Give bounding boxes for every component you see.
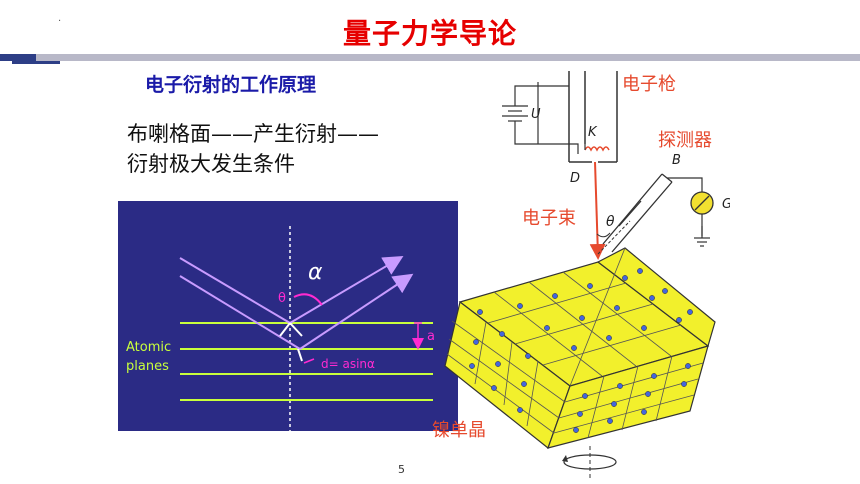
rotation-arrowhead: [562, 455, 568, 462]
d-pointer: [303, 358, 315, 364]
spacing-label: a: [427, 329, 435, 344]
detector-label: 探测器: [658, 130, 712, 151]
filament-coil: [584, 146, 610, 152]
header-decoration: [0, 54, 860, 64]
electron-beam-label: 电子束: [522, 208, 576, 229]
atomic-planes-label-1: Atomic: [126, 340, 171, 355]
alpha-arc: [293, 293, 323, 306]
diagram-background: [118, 201, 458, 431]
apparatus-diagram: U K D θ B G: [444, 71, 730, 480]
crystal-grid: [446, 247, 704, 439]
crystal-atoms: [469, 268, 693, 433]
scatter-theta: θ: [606, 214, 615, 230]
scatter-line: [597, 220, 631, 255]
galvanometer-needle: [694, 195, 710, 211]
voltage-label: U: [531, 107, 541, 122]
electron-gun-housing: [568, 71, 618, 163]
reflected-ray-1: [289, 255, 404, 324]
d-formula: d= asinα: [321, 357, 375, 371]
scatter-angle-arc: [596, 232, 611, 238]
header-stripe-accent-lower: [12, 61, 60, 64]
page-number: 5: [398, 463, 405, 476]
description-line-2: 衍射极大发生条件: [127, 152, 295, 176]
incident-ray-1: [179, 257, 291, 324]
path-segment-lower: [297, 348, 303, 362]
single-crystal-label: 镍单晶: [432, 420, 486, 441]
slide-subtitle: 电子衍射的工作原理: [145, 74, 317, 96]
electron-beam-line: [589, 161, 606, 260]
battery-circuit: [502, 82, 579, 154]
nickel-crystal: [444, 247, 716, 449]
atomic-planes-label-2: planes: [126, 359, 169, 374]
galvanometer-wire-top: [667, 177, 703, 192]
alpha-symbol: α: [308, 260, 323, 285]
diaphragm-label: D: [570, 171, 580, 186]
bragg-diagram: α θ a d= asinα Atomic planes: [118, 201, 458, 431]
electron-gun-label: 电子枪: [622, 74, 676, 95]
rotation-arrow: [563, 454, 617, 470]
header-stripe-accent: [0, 54, 36, 61]
crystal-back-edge: [596, 247, 716, 348]
detector-tube: [602, 173, 673, 253]
galvanometer-label: G: [722, 197, 730, 212]
page-title: 量子力学导论: [342, 17, 517, 50]
incident-ray-2: [179, 275, 301, 350]
reflected-ray-2: [299, 273, 414, 350]
path-segment-left: [279, 322, 291, 337]
description-line-1: 布喇格面——产生衍射——: [127, 122, 379, 146]
cathode-label: K: [588, 125, 598, 140]
header-stripe: [0, 54, 860, 61]
ground-symbol: [694, 226, 710, 247]
theta-symbol: θ: [278, 291, 286, 306]
header-dot: ·: [58, 16, 62, 27]
detector-label-b: B: [672, 153, 681, 168]
path-segment-right: [289, 322, 303, 337]
